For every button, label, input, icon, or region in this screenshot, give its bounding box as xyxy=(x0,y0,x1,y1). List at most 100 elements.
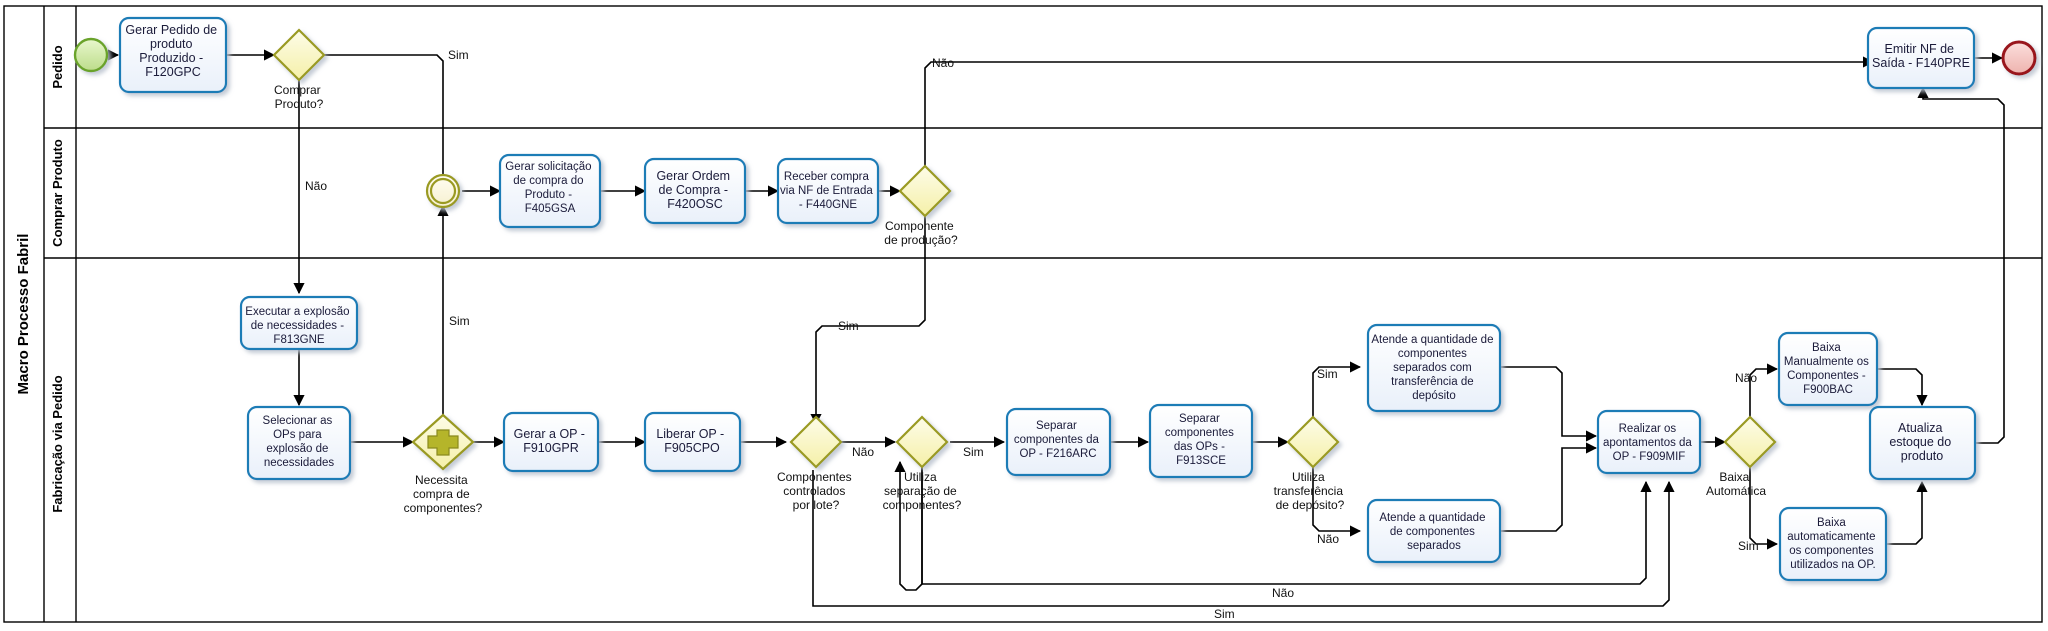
svg-text:Gerar Pedido de produto: Gerar Pedido de produto Produzido - F120… xyxy=(125,23,220,79)
task-executar-explosao-necessidades[interactable]: Executar a explosão de necessidades - F8… xyxy=(239,295,359,351)
task-receber-compra-nf-entrada[interactable]: Receber compra via NF de Entrada - F440G… xyxy=(776,157,880,225)
task-line: Saída - F140PRE xyxy=(1872,56,1970,70)
svg-text:Necessita compra de: Necessita compra de componentes? xyxy=(404,473,483,515)
gateway-necessita-compra-componentes[interactable]: Necessita compra de componentes? xyxy=(404,413,483,515)
svg-text:Liberar OP - F905CPO: Liberar OP - F905CPO xyxy=(656,427,727,455)
gateway-label-line: Utiliza xyxy=(1292,470,1325,484)
flow-label-nao-componente: Não xyxy=(932,56,954,70)
end-event[interactable] xyxy=(2001,40,2037,76)
task-line: Gerar a OP - xyxy=(514,427,585,441)
task-emitir-nf-de-saida[interactable]: Emitir NF de Saída - F140PRE xyxy=(1866,26,1976,90)
task-line: Realizar os xyxy=(1619,423,1677,435)
gateway-baixa-automatica[interactable]: Baixa Automática xyxy=(1706,415,1777,498)
task-separar-componentes-da-op[interactable]: Separar componentes da OP - F216ARC xyxy=(1005,407,1112,477)
task-atende-quantidade-separados[interactable]: Atende a quantidade de componentes separ… xyxy=(1366,498,1502,564)
task-atualiza-estoque-produto[interactable]: Atualiza estoque do produto xyxy=(1868,405,1977,481)
gateway-componente-de-producao[interactable]: Componente de produção? xyxy=(884,164,958,247)
start-event[interactable] xyxy=(73,37,109,73)
task-line: F405GSA xyxy=(525,203,576,215)
task-line: de componentes xyxy=(1390,526,1475,538)
task-line: Baixa xyxy=(1817,517,1846,529)
task-line: de compra do xyxy=(513,175,583,187)
task-line: estoque do xyxy=(1889,435,1951,449)
task-line: os componentes xyxy=(1789,545,1874,557)
task-line: necessidades xyxy=(264,457,335,469)
gateway-comprar-produto[interactable]: Comprar Produto? xyxy=(272,28,326,111)
gateway-utiliza-transferencia-deposito[interactable]: Utiliza transferência de depósito? xyxy=(1274,415,1347,512)
task-line: F420OSC xyxy=(667,197,723,211)
gateway-label-line: por lote? xyxy=(793,498,840,512)
flow-label-sim-intermediate: Sim xyxy=(449,314,470,328)
gateway-label-line: separação de xyxy=(884,484,957,498)
pool-frame xyxy=(3,5,2043,623)
task-line: das OPs - xyxy=(1174,441,1225,453)
task-realizar-apontamentos-op[interactable]: Realizar os apontamentos da OP - F909MIF xyxy=(1596,409,1702,475)
task-line: Manualmente os xyxy=(1784,356,1869,368)
task-line: OP - F909MIF xyxy=(1613,451,1686,463)
gateway-label-line: Necessita xyxy=(415,473,468,487)
task-line: F900BAC xyxy=(1803,384,1853,396)
flow-label-sim-baixa: Sim xyxy=(1738,539,1759,553)
task-gerar-ordem-de-compra[interactable]: Gerar Ordem de Compra - F420OSC xyxy=(643,157,747,225)
svg-text:Atualiza estoque do: Atualiza estoque do produto xyxy=(1889,421,1954,463)
gateway-label-line: Automática xyxy=(1706,484,1766,498)
svg-text:Gerar solicitação de com: Gerar solicitação de compra do Produto -… xyxy=(505,161,595,215)
task-atende-quantidade-transferencia[interactable]: Atende a quantidade de componentes separ… xyxy=(1366,323,1502,413)
pool-label: Macro Processo Fabril xyxy=(15,234,32,395)
task-liberar-op[interactable]: Liberar OP - F905CPO xyxy=(643,411,742,473)
task-line: Produzido - xyxy=(139,51,203,65)
flow-label-sim-bottom: Sim xyxy=(1214,607,1235,621)
task-baixa-automaticamente-componentes[interactable]: Baixa automaticamente os componentes uti… xyxy=(1778,506,1888,582)
task-line: de Compra - xyxy=(659,183,728,197)
gateway-label-line: Baixa xyxy=(1719,470,1749,484)
flow-label-sim-componente: Sim xyxy=(838,319,859,333)
svg-text:Separar componentes: Separar componentes das OPs - F913SCE xyxy=(1165,413,1237,467)
task-selecionar-ops-explosao[interactable]: Selecionar as OPs para explosão de neces… xyxy=(246,405,352,481)
svg-text:Emitir NF de Saída - F14: Emitir NF de Saída - F140PRE xyxy=(1872,42,1970,70)
task-line: Selecionar as xyxy=(263,415,333,427)
gateway-componentes-controlados-por-lote[interactable]: Componentes controlados por lote? xyxy=(777,415,855,512)
svg-text:Separar componentes da: Separar componentes da OP - F216ARC xyxy=(1014,420,1102,460)
task-line: Componentes - xyxy=(1787,370,1866,382)
task-line: automaticamente xyxy=(1787,531,1875,543)
task-gerar-pedido-de-produto[interactable]: Gerar Pedido de produto Produzido - F120… xyxy=(118,16,228,94)
task-line: Separar xyxy=(1179,413,1220,425)
task-line: separados xyxy=(1407,540,1461,552)
task-line: componentes xyxy=(1165,427,1234,439)
gateway-label-line: Componentes xyxy=(777,470,852,484)
flow-label-sim-transferencia: Sim xyxy=(1317,367,1338,381)
task-line: F905CPO xyxy=(664,441,720,455)
gateway-label-line: controlados xyxy=(783,484,845,498)
task-baixa-manualmente-componentes[interactable]: Baixa Manualmente os Componentes - F900B… xyxy=(1777,331,1879,407)
lane-label-fabricacao-via-pedido: Fabricação via Pedido xyxy=(50,375,65,512)
task-line: Atende a quantidade de xyxy=(1371,334,1493,346)
task-line: transferência de xyxy=(1391,376,1473,388)
gateway-utiliza-separacao-componentes[interactable]: Utiliza separação de componentes? xyxy=(883,415,962,512)
svg-text:Atende a quantidade de c: Atende a quantidade de componentes separ… xyxy=(1379,512,1488,552)
task-line: Liberar OP - xyxy=(656,427,724,441)
svg-text:Componentes controlados: Componentes controlados por lote? xyxy=(777,470,855,512)
task-line: de necessidades - xyxy=(251,320,345,332)
task-separar-componentes-das-ops[interactable]: Separar componentes das OPs - F913SCE xyxy=(1148,403,1254,479)
gateway-label-line: componentes? xyxy=(404,501,483,515)
task-gerar-a-op[interactable]: Gerar a OP - F910GPR xyxy=(502,411,600,473)
intermediate-event[interactable] xyxy=(425,173,461,209)
task-line: Gerar solicitação xyxy=(505,161,591,173)
task-line: apontamentos da xyxy=(1603,437,1692,449)
svg-text:Atende a quantidade de c: Atende a quantidade de componentes separ… xyxy=(1371,334,1496,402)
task-line: OP - F216ARC xyxy=(1019,448,1096,460)
flow-label-nao-bottom: Não xyxy=(1272,586,1294,600)
lane-label-pedido: Pedido xyxy=(50,45,65,88)
task-line: Gerar Pedido de xyxy=(125,23,217,37)
svg-text:Componente de produção?: Componente de produção? xyxy=(884,219,958,247)
task-line: OPs para xyxy=(273,429,322,441)
gateway-label-line: componentes? xyxy=(883,498,962,512)
task-line: componentes xyxy=(1398,348,1467,360)
svg-text:Baixa automaticamente: Baixa automaticamente os componentes uti… xyxy=(1787,517,1878,571)
task-line: separados com xyxy=(1393,362,1472,374)
svg-text:Gerar a OP - F910GPR: Gerar a OP - F910GPR xyxy=(514,427,589,455)
task-line: F813GNE xyxy=(273,334,324,346)
task-line: depósito xyxy=(1412,390,1455,402)
task-gerar-solicitacao-de-compra[interactable]: Gerar solicitação de compra do Produto -… xyxy=(498,153,602,229)
flow-label-nao-transferencia: Não xyxy=(1317,532,1339,546)
